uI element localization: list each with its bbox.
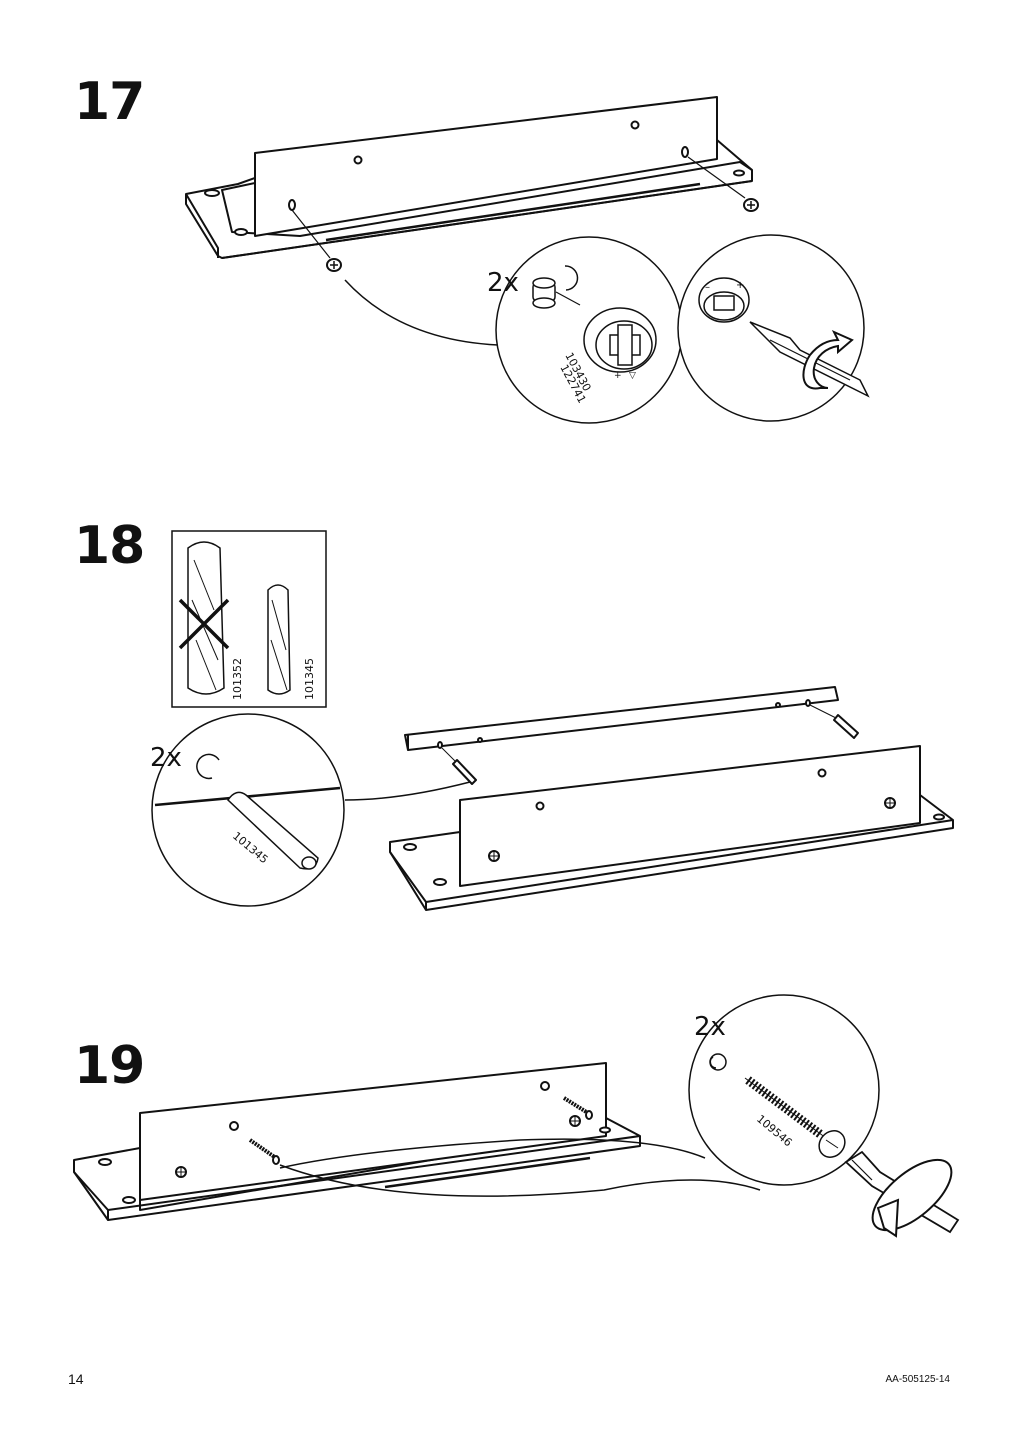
svg-text:–: – — [705, 282, 710, 293]
rejected-part-number: 101352 — [231, 658, 244, 700]
wooden-dowel-icon — [452, 759, 477, 785]
cross-mark-icon — [178, 598, 230, 650]
cam-lock-callout: 2x + ▽ 103430 122741 — [487, 236, 683, 424]
cam-lock-icon — [743, 198, 759, 212]
step-17-illustration: 2x + ▽ 103430 122741 – + — [185, 96, 870, 424]
step-18-number: 18 — [74, 516, 145, 576]
cam-lock-icon: + ▽ — [583, 307, 657, 381]
cam-lock-icon: – + — [698, 277, 750, 323]
shelf-assembly — [73, 1062, 641, 1221]
step-19-illustration: 2x 109546 — [73, 994, 960, 1238]
step-18-illustration: 101352 101345 2x 101345 — [150, 530, 954, 911]
step-19-number: 19 — [74, 1036, 145, 1096]
dowel-comparison-inset: 101352 101345 — [171, 530, 327, 708]
document-code: AA-505125-14 — [885, 1374, 951, 1385]
rotation-arrow-icon — [802, 329, 854, 390]
quantity-label: 2x — [150, 743, 182, 773]
dowel-callout: 2x 101345 — [150, 713, 345, 907]
shelf-assembly — [185, 96, 759, 272]
wooden-dowel-icon — [227, 791, 319, 870]
wooden-dowel-icon — [187, 541, 225, 695]
accepted-part-number: 101345 — [303, 658, 316, 700]
wooden-dowel-icon — [267, 584, 291, 695]
screw-icon — [248, 1138, 280, 1165]
svg-text:▽: ▽ — [629, 371, 636, 381]
screwdriver-callout: – + — [677, 234, 870, 422]
screw-icon — [562, 1096, 593, 1120]
cam-lock-icon — [532, 265, 581, 309]
svg-text:+: + — [736, 280, 744, 291]
rotation-arrow-icon — [871, 1158, 953, 1238]
page-number: 14 — [68, 1371, 84, 1387]
svg-text:+: + — [614, 371, 622, 381]
shelf-assembly — [389, 686, 954, 911]
quantity-label: 2x — [694, 1012, 726, 1042]
wooden-dowel-icon — [833, 714, 859, 739]
screw-icon — [744, 1076, 846, 1158]
cam-lock-icon — [326, 258, 342, 272]
screw-callout: 2x 109546 — [688, 994, 880, 1186]
step-17-number: 17 — [74, 72, 145, 132]
quantity-label: 2x — [487, 268, 519, 298]
